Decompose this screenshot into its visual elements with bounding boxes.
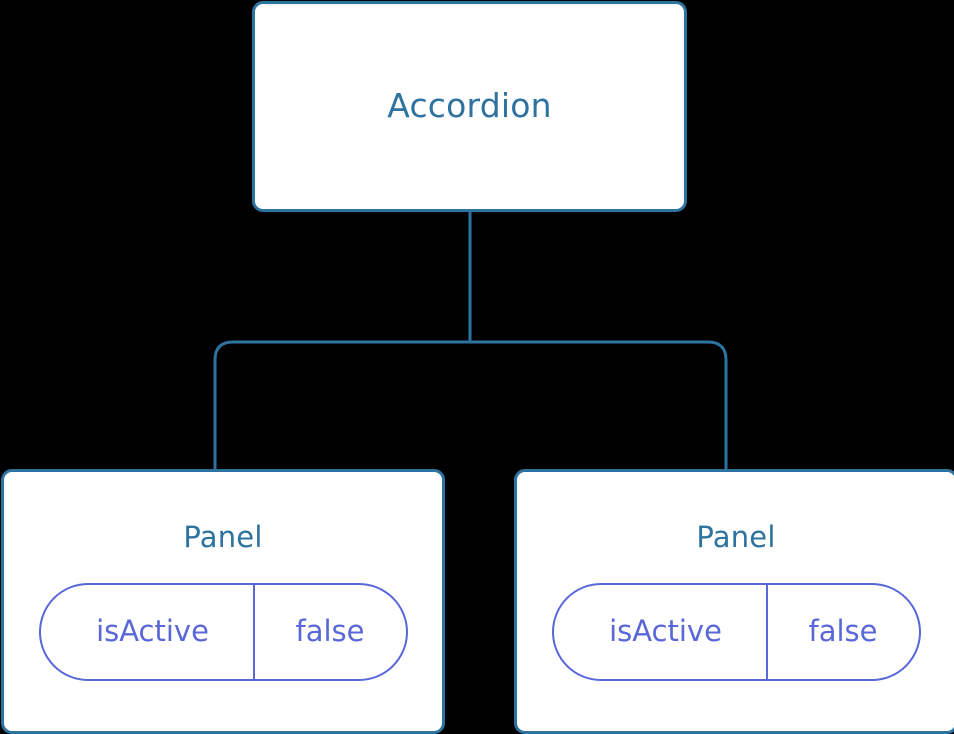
- node-panel-right-title: Panel: [696, 520, 776, 554]
- node-accordion[interactable]: Accordion: [252, 1, 687, 212]
- connector-bus-left: [213, 340, 470, 471]
- node-panel-right[interactable]: Panel isActive false: [514, 469, 954, 734]
- connector-bus-right: [470, 340, 728, 471]
- state-pill-right-value: false: [765, 584, 919, 679]
- state-pill-right[interactable]: isActive false: [551, 582, 921, 681]
- node-panel-left[interactable]: Panel isActive false: [1, 469, 445, 734]
- state-pill-right-key: isActive: [609, 614, 722, 649]
- state-pill-left-value: false: [252, 584, 406, 679]
- node-panel-left-title: Panel: [183, 520, 263, 554]
- state-pill-left-key: isActive: [96, 614, 209, 649]
- node-accordion-title: Accordion: [387, 86, 552, 126]
- state-pill-left[interactable]: isActive false: [38, 582, 408, 681]
